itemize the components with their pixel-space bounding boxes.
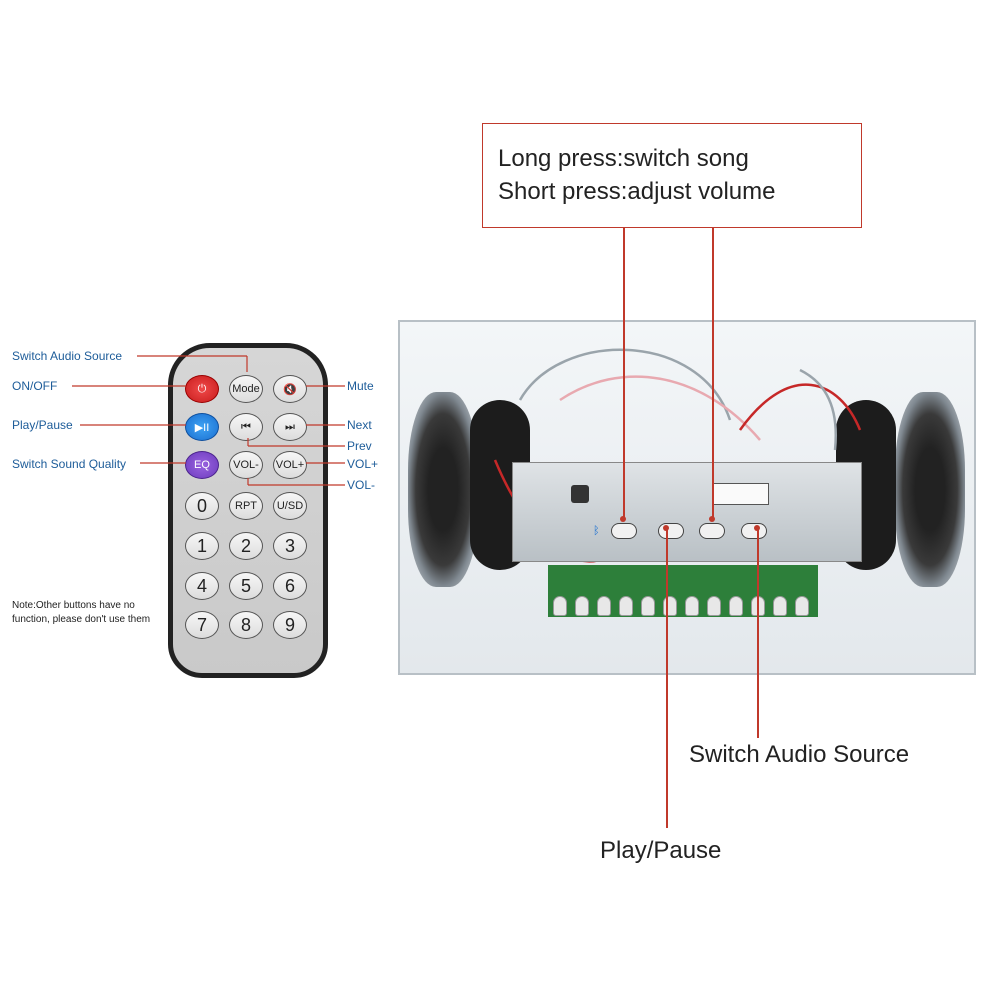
leader-dot	[709, 516, 715, 522]
led-icon	[729, 596, 743, 616]
next-vol-plus-button[interactable]	[699, 523, 725, 539]
prev-vol-minus-button[interactable]	[611, 523, 637, 539]
remote-control: ⏻ Mode 🔇 ▶II ⏮ ⏭ EQ VOL- VOL+ 0 RPT U/SD…	[168, 343, 328, 678]
label-switch-audio-source: Switch Audio Source	[12, 349, 123, 363]
callout-switch-audio-source: Switch Audio Source	[689, 741, 910, 768]
left-speaker	[408, 392, 478, 587]
callout-long-press: Long press:switch song	[498, 145, 749, 172]
led-icon	[619, 596, 633, 616]
digit-0-button[interactable]: 0	[185, 492, 219, 520]
digit-5-button[interactable]: 5	[229, 572, 263, 600]
mute-button[interactable]: 🔇	[273, 375, 307, 403]
prev-button[interactable]: ⏮	[229, 413, 263, 441]
play-pause-panel-button[interactable]	[658, 523, 684, 539]
usd-button[interactable]: U/SD	[273, 492, 307, 520]
leader-dot	[663, 525, 669, 531]
digit-2-button[interactable]: 2	[229, 532, 263, 560]
control-panel: ᛒ	[512, 462, 862, 562]
digit-8-button[interactable]: 8	[229, 611, 263, 639]
leader-line	[757, 528, 759, 738]
led-icon	[795, 596, 809, 616]
led-icon	[707, 596, 721, 616]
label-play-pause: Play/Pause	[12, 418, 73, 432]
top-callout-box	[482, 123, 862, 228]
digit-9-button[interactable]: 9	[273, 611, 307, 639]
bluetooth-icon: ᛒ	[593, 525, 600, 537]
vol-minus-button[interactable]: VOL-	[229, 451, 263, 479]
digit-1-button[interactable]: 1	[185, 532, 219, 560]
label-on-off: ON/OFF	[12, 379, 58, 393]
digit-7-button[interactable]: 7	[185, 611, 219, 639]
led-icon	[553, 596, 567, 616]
label-switch-sound-quality: Switch Sound Quality	[12, 457, 127, 471]
mode-button[interactable]: Mode	[229, 375, 263, 403]
note-text: Note:Other buttons have no function, ple…	[12, 600, 151, 625]
rpt-button[interactable]: RPT	[229, 492, 263, 520]
digit-4-button[interactable]: 4	[185, 572, 219, 600]
callout-short-press: Short press:adjust volume	[498, 178, 776, 205]
leader-dot	[620, 516, 626, 522]
led-icon	[597, 596, 611, 616]
right-speaker	[895, 392, 965, 587]
led-icon	[575, 596, 589, 616]
mode-panel-button[interactable]	[741, 523, 767, 539]
label-vol-plus: VOL+	[347, 457, 379, 471]
label-vol-minus: VOL-	[347, 478, 376, 492]
vol-plus-button[interactable]: VOL+	[273, 451, 307, 479]
usb-port[interactable]	[713, 483, 769, 505]
digit-3-button[interactable]: 3	[273, 532, 307, 560]
power-button[interactable]: ⏻	[185, 375, 219, 403]
led-icon	[641, 596, 655, 616]
label-mute: Mute	[347, 379, 374, 393]
leader-line	[623, 228, 625, 518]
next-button[interactable]: ⏭	[273, 413, 307, 441]
led-icon	[685, 596, 699, 616]
label-prev: Prev	[347, 439, 372, 453]
aux-jack[interactable]	[571, 485, 589, 503]
led-icon	[773, 596, 787, 616]
leader-line	[666, 528, 668, 828]
callout-play-pause: Play/Pause	[600, 837, 722, 864]
digit-6-button[interactable]: 6	[273, 572, 307, 600]
leader-line	[712, 228, 714, 518]
leader-dot	[754, 525, 760, 531]
eq-button[interactable]: EQ	[185, 451, 219, 479]
label-next: Next	[347, 418, 372, 432]
play-pause-button[interactable]: ▶II	[185, 413, 219, 441]
